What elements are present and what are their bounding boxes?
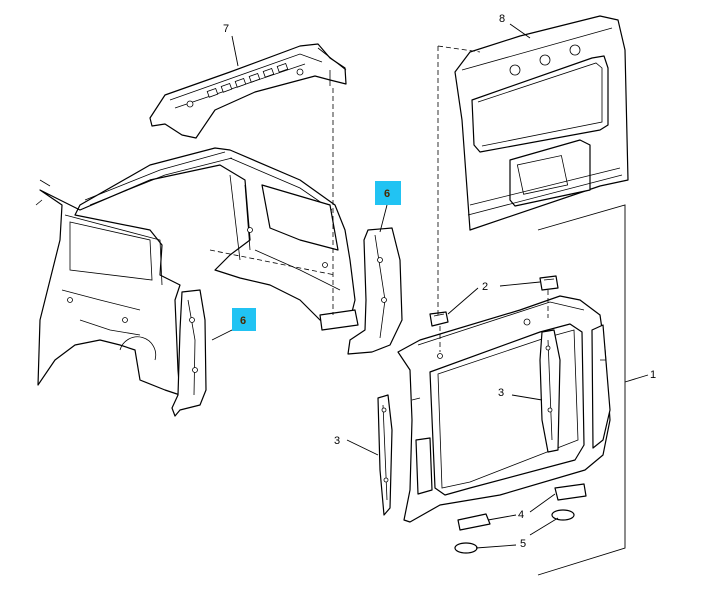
part-5-plug-right: [551, 509, 575, 521]
part-3-reinforcement-center: [539, 329, 561, 453]
callout-1: 1: [650, 369, 656, 381]
part-7-roof-header: [149, 43, 347, 139]
leader-lines: [211, 23, 649, 549]
part-5-plug-left: [454, 542, 478, 554]
callout-5: 5: [520, 538, 526, 550]
part-4-lower-bracket-right: [554, 483, 587, 501]
part-2-hinge-bracket-right: [539, 275, 559, 291]
callout-7: 7: [223, 23, 229, 35]
part-6-pillar-right: [347, 227, 403, 355]
part-2-hinge-bracket-left: [429, 311, 449, 327]
body-side-assembly: [35, 147, 359, 396]
callout-3-center: 3: [498, 387, 504, 399]
callout-4: 4: [518, 509, 524, 521]
part-8-liftgate: [454, 15, 629, 231]
part-3-reinforcement-left: [377, 394, 393, 516]
part-6-pillar-left: [171, 289, 207, 417]
callout-6-left: 6: [240, 315, 246, 327]
alignment-lines: [209, 45, 549, 352]
callout-6-highlight-right: [375, 181, 401, 205]
callout-3-left: 3: [334, 435, 340, 447]
callout-8: 8: [499, 13, 505, 25]
part-4-lower-bracket-left: [457, 513, 491, 531]
callout-6-right: 6: [384, 188, 390, 200]
callout-2: 2: [482, 281, 488, 293]
callout-6-highlight-left: [232, 308, 256, 331]
part-1-bracket-line: [537, 204, 626, 576]
